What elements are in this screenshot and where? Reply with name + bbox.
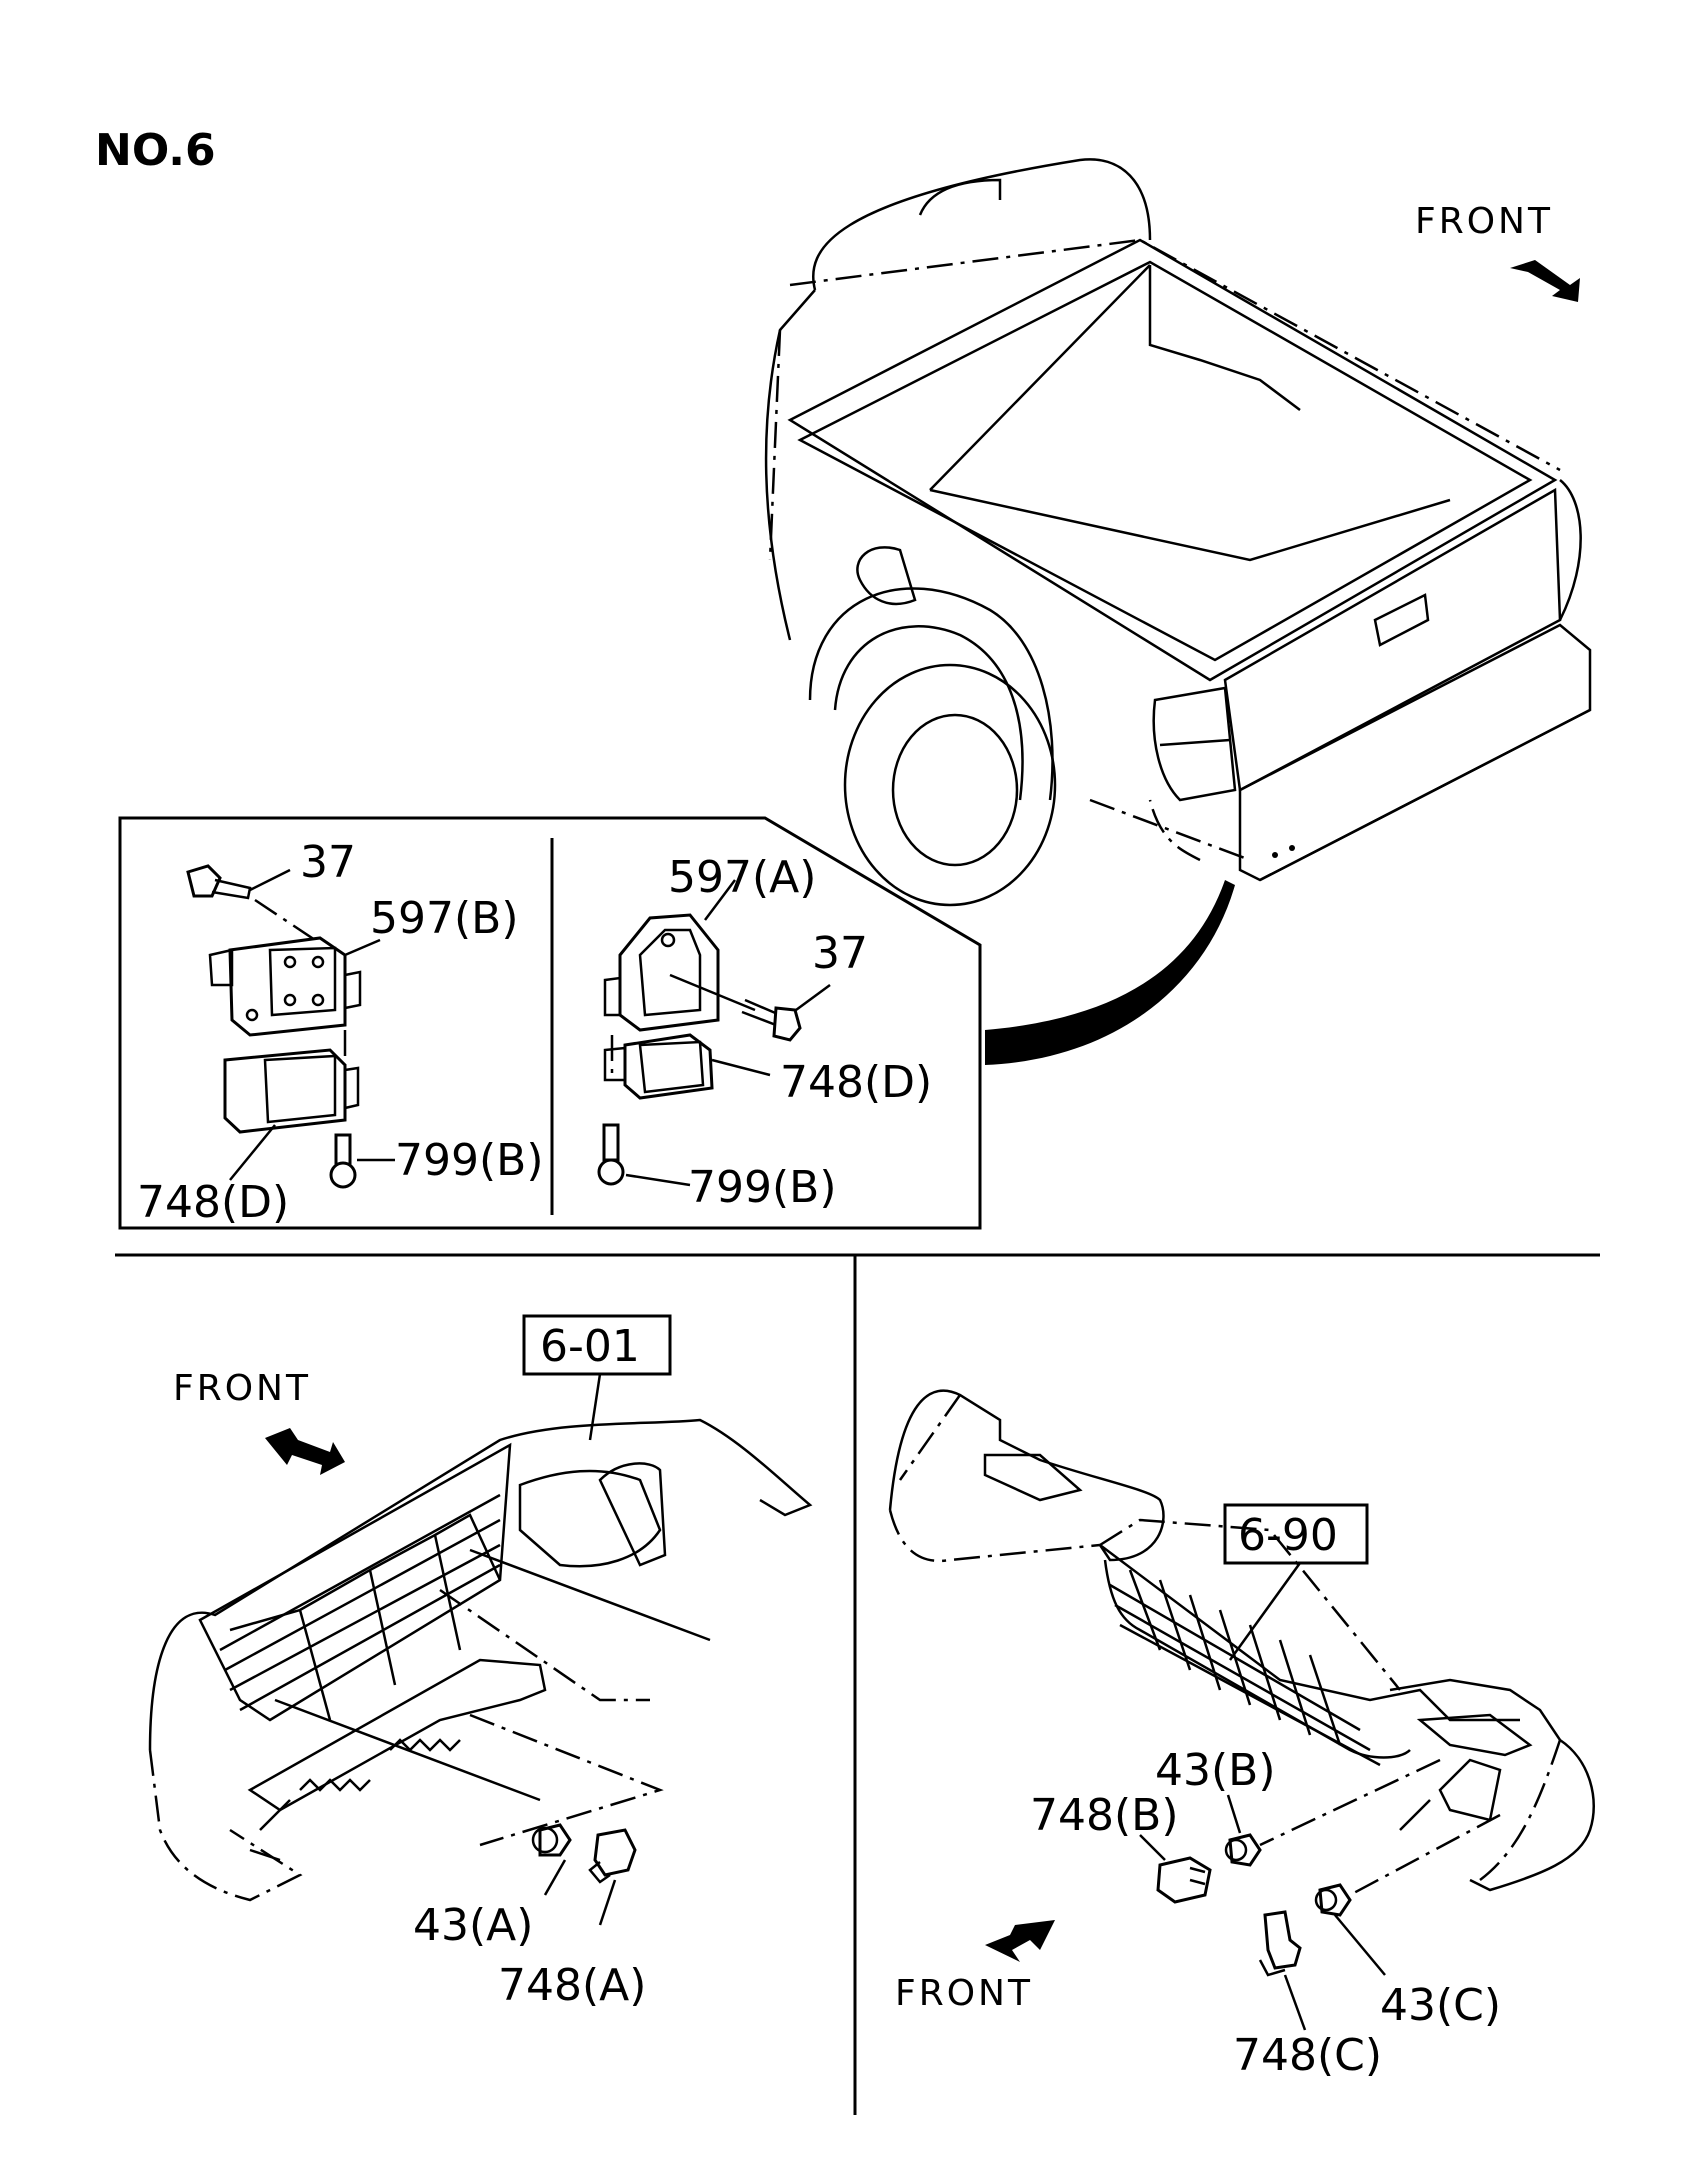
- label-left-module: 748(D): [137, 1177, 289, 1228]
- label-left-bolt: 37: [300, 837, 356, 888]
- label-rear-grommet-b: 43(B): [1155, 1745, 1276, 1796]
- label-front-sensor: 748(A): [498, 1960, 646, 2011]
- inset-right-parts: [597, 879, 831, 1187]
- label-rear-grommet-c: 43(C): [1380, 1980, 1501, 2031]
- front-bumper-illustration: [148, 1418, 813, 1902]
- ref-box-6-01: [522, 1314, 672, 1376]
- front-arrow-bottom-icon: [985, 1920, 1055, 1962]
- ref-leader-6-01: [588, 1373, 602, 1441]
- rear-sensor-parts: [1139, 1794, 1386, 2031]
- detail-inset-frame: [118, 816, 982, 1230]
- label-right-bolt: 37: [812, 928, 868, 979]
- inset-left-parts: [186, 864, 395, 1189]
- rear-bumper-illustration: [888, 1389, 1595, 1897]
- pickup-truck-illustration: [764, 158, 1592, 1065]
- front-label-top: FRONT: [1415, 201, 1553, 242]
- ref-label-6-01: 6-01: [540, 1321, 640, 1372]
- label-right-module: 748(D): [780, 1057, 932, 1108]
- label-rear-sensor-b: 748(B): [1030, 1790, 1179, 1841]
- front-arrow-left-icon: [265, 1428, 345, 1475]
- label-right-screw: 799(B): [688, 1162, 837, 1213]
- label-left-screw: 799(B): [395, 1135, 544, 1186]
- ref-leader-6-90: [1228, 1562, 1302, 1661]
- label-front-grommet: 43(A): [413, 1900, 533, 1951]
- front-sensor-parts: [531, 1823, 637, 1926]
- front-label-left: FRONT: [173, 1368, 311, 1409]
- front-label-bottom: FRONT: [895, 1973, 1033, 2014]
- front-arrow-icon: [1510, 260, 1580, 302]
- label-left-bracket: 597(B): [370, 893, 519, 944]
- label-rear-sensor-c: 748(C): [1233, 2030, 1382, 2081]
- label-right-bracket: 597(A): [668, 852, 816, 903]
- page-title: NO.6: [95, 125, 216, 176]
